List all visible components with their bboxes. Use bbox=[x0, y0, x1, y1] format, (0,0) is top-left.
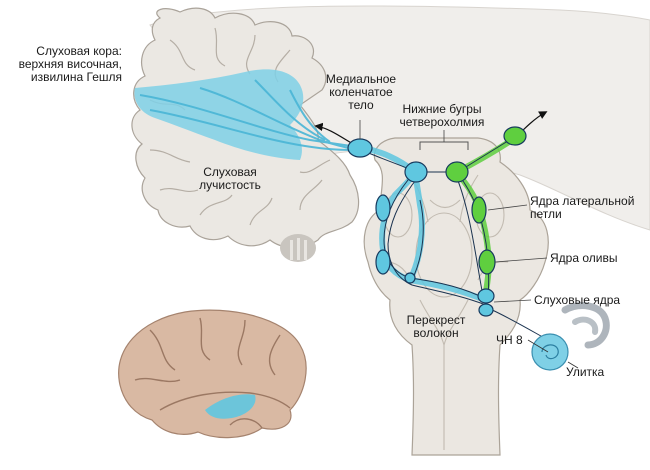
lateral-lemniscus-nucleus-left bbox=[375, 194, 391, 222]
brainstem bbox=[363, 137, 549, 456]
lateral-auditory-cortex bbox=[205, 394, 256, 419]
olivary-nucleus-right bbox=[478, 249, 496, 275]
lateral-brain-view bbox=[118, 309, 307, 439]
label-decussation: Перекрест волокон bbox=[406, 313, 466, 340]
label-auditory-radiation: Слуховая лучистость bbox=[199, 165, 261, 192]
label-lateral-lemniscus-nuclei: Ядра латеральной петли bbox=[530, 194, 635, 221]
label-auditory-cortex: Слуховая кора: верхняя височная, извилин… bbox=[18, 44, 122, 84]
cochlear-nucleus-2 bbox=[478, 303, 494, 317]
label-cn8: ЧН 8 bbox=[496, 333, 523, 347]
cochlea-leader bbox=[567, 361, 579, 369]
inferior-colliculus-right bbox=[445, 161, 469, 183]
label-olivary-nuclei: Ядра оливы bbox=[550, 251, 618, 265]
label-inferior-colliculi: Нижние бугры четверохолмия bbox=[399, 102, 485, 129]
leader-lines bbox=[359, 120, 548, 303]
medial-geniculate-nucleus bbox=[347, 138, 373, 158]
section-marker-icon bbox=[280, 234, 316, 262]
label-medial-geniculate: Медиальное коленчатое тело bbox=[325, 72, 397, 112]
inferior-colliculus-left bbox=[404, 161, 428, 183]
decussation-nucleus bbox=[404, 272, 416, 284]
auditory-radiation-fibers bbox=[139, 79, 359, 151]
cochlear-nucleus-1 bbox=[477, 288, 495, 304]
cochlea-illustration bbox=[531, 302, 610, 371]
lateral-brain-sulci bbox=[134, 317, 291, 429]
cn8-leader bbox=[527, 339, 549, 353]
lateral-lemniscus-nucleus-right bbox=[471, 196, 487, 224]
label-cochlea: Улитка bbox=[566, 365, 605, 379]
label-cochlear-nuclei: Слуховые ядра bbox=[534, 293, 621, 307]
olivary-nucleus-left bbox=[375, 249, 391, 275]
cochlea-spiral bbox=[531, 333, 569, 371]
ascending-nucleus-right bbox=[503, 126, 527, 146]
nuclei bbox=[347, 126, 527, 317]
